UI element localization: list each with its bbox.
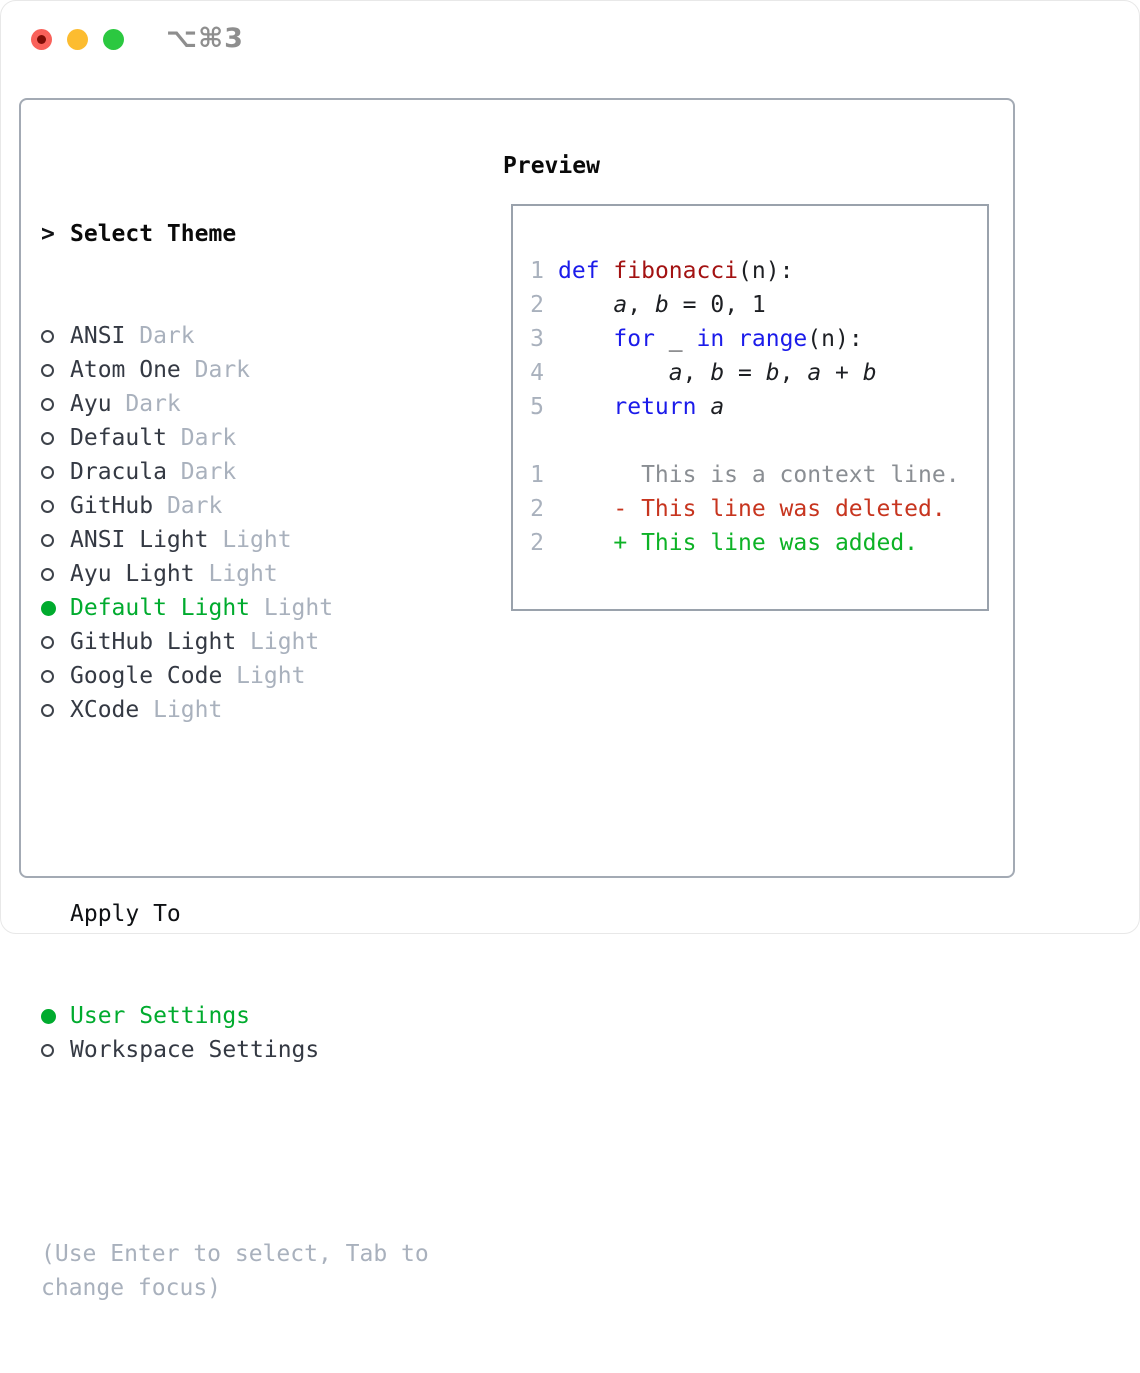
code-text: a, b = b, a + b: [668, 360, 877, 386]
radio-icon: [41, 693, 70, 727]
code-line: 2 + This line was added.: [530, 526, 987, 560]
theme-option-default[interactable]: Default Dark: [41, 421, 429, 455]
spacer: [41, 795, 429, 829]
theme-option-label: Dracula Dark: [70, 459, 237, 485]
theme-option-label: Default Light Light: [70, 595, 334, 621]
code-text: return a: [613, 394, 725, 420]
zoom-button[interactable]: [103, 29, 124, 50]
apply-option-workspace-settings[interactable]: Workspace Settings: [41, 1033, 429, 1067]
theme-option-ayu-light[interactable]: Ayu Light Light: [41, 557, 429, 591]
code-line: 1 def fibonacci(n):: [530, 254, 987, 288]
theme-option-label: XCode Light: [70, 697, 223, 723]
radio-icon: [41, 625, 70, 659]
radio-icon: [41, 1033, 70, 1067]
line-number: 1: [530, 258, 544, 284]
hint-line: change focus): [41, 1275, 222, 1301]
theme-option-atom-one[interactable]: Atom One Dark: [41, 353, 429, 387]
theme-option-label: ANSI Light Light: [70, 527, 292, 553]
window-title: ⌥⌘3: [166, 23, 244, 54]
line-number: 3: [530, 326, 544, 352]
theme-option-google-code[interactable]: Google Code Light: [41, 659, 429, 693]
theme-option-dracula[interactable]: Dracula Dark: [41, 455, 429, 489]
code-text: def fibonacci(n):: [558, 258, 794, 284]
theme-option-github[interactable]: GitHub Dark: [41, 489, 429, 523]
radio-icon: [41, 659, 70, 693]
focus-prompt-icon: >: [41, 221, 55, 247]
radio-icon: [41, 489, 70, 523]
apply-option-label: User Settings: [70, 1003, 251, 1029]
theme-option-ayu[interactable]: Ayu Dark: [41, 387, 429, 421]
hint-line: (Use Enter to select, Tab to: [41, 1241, 429, 1267]
preview-heading: Preview: [503, 153, 600, 179]
code-text: for _ in range(n):: [613, 326, 863, 352]
code-line: 3 for _ in range(n):: [530, 322, 987, 356]
radio-selected-icon: [41, 999, 70, 1033]
code-text: This is a context line.: [558, 462, 960, 488]
title-bar: ⌥⌘3: [1, 1, 1139, 77]
theme-option-label: Atom One Dark: [70, 357, 251, 383]
minimize-button[interactable]: [67, 29, 88, 50]
unsaved-dot-icon: [37, 35, 46, 44]
theme-option-label: GitHub Light Light: [70, 629, 320, 655]
radio-selected-icon: [41, 591, 70, 625]
code-line: 4 a, b = b, a + b: [530, 356, 987, 390]
code-line: 5 return a: [530, 390, 987, 424]
radio-icon: [41, 353, 70, 387]
keyboard-hint: (Use Enter to select, Tab to change focus…: [41, 1237, 429, 1305]
theme-option-label: ANSI Dark: [70, 323, 195, 349]
apply-option-user-settings[interactable]: User Settings: [41, 999, 429, 1033]
theme-option-ansi-light[interactable]: ANSI Light Light: [41, 523, 429, 557]
code-text: - This line was deleted.: [558, 496, 946, 522]
line-number: 2: [530, 292, 544, 318]
theme-option-label: Google Code Light: [70, 663, 306, 689]
theme-option-ansi[interactable]: ANSI Dark: [41, 319, 429, 353]
code-text: + This line was added.: [558, 530, 919, 556]
theme-option-default-light[interactable]: Default Light Light: [41, 591, 429, 625]
radio-icon: [41, 319, 70, 353]
line-number: 4: [530, 360, 544, 386]
apply-to-heading-row: Apply To: [41, 897, 429, 931]
line-number: 2: [530, 496, 544, 522]
code-line: 1 This is a context line.: [530, 458, 987, 492]
apply-to-heading: Apply To: [70, 901, 181, 927]
theme-option-github-light[interactable]: GitHub Light Light: [41, 625, 429, 659]
spacer: [41, 1135, 429, 1169]
line-number: 2: [530, 530, 544, 556]
line-number: 5: [530, 394, 544, 420]
line-number: 1: [530, 462, 544, 488]
radio-icon: [41, 557, 70, 591]
radio-icon: [41, 387, 70, 421]
code-line: [530, 424, 987, 458]
close-button[interactable]: [31, 29, 52, 50]
code-text: a, b = 0, 1: [613, 292, 766, 318]
line-number: [530, 424, 544, 458]
theme-option-xcode[interactable]: XCode Light: [41, 693, 429, 727]
code-line: 2 - This line was deleted.: [530, 492, 987, 526]
code-line: 2 a, b = 0, 1: [530, 288, 987, 322]
radio-icon: [41, 421, 70, 455]
theme-option-label: Ayu Dark: [70, 391, 181, 417]
radio-icon: [41, 455, 70, 489]
theme-option-label: Default Dark: [70, 425, 237, 451]
apply-option-label: Workspace Settings: [70, 1037, 320, 1063]
select-theme-heading: Select Theme: [70, 221, 237, 247]
theme-option-label: Ayu Light Light: [70, 561, 278, 587]
select-theme-heading-row: > Select Theme: [41, 217, 429, 251]
theme-option-label: GitHub Dark: [70, 493, 223, 519]
radio-icon: [41, 523, 70, 557]
